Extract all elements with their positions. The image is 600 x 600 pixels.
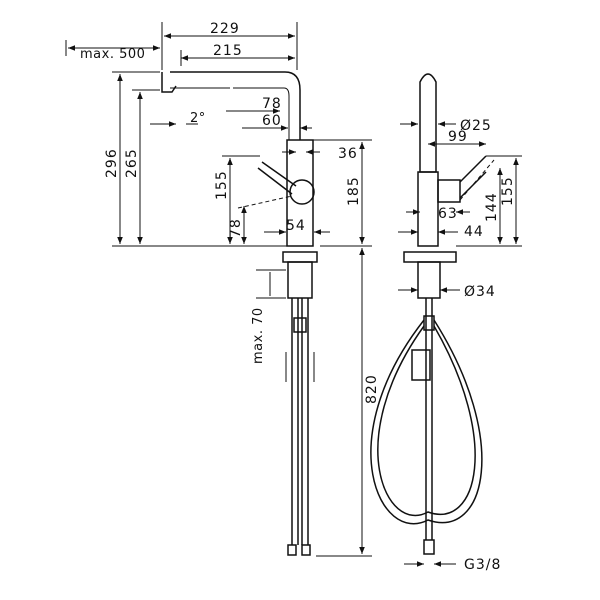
front-clip (423, 315, 435, 331)
lever-handle-dashed (237, 195, 293, 209)
supply-hose-left (291, 298, 299, 545)
dim-max-70: max. 70 (251, 307, 266, 364)
dim-54: 54 (286, 218, 306, 234)
dim-265: 265 (124, 148, 140, 178)
center-supply (425, 298, 433, 540)
dim-60: 60 (262, 113, 282, 129)
lever-handle (257, 161, 297, 195)
hose-end-right (301, 544, 311, 556)
hose-weight-front (411, 349, 431, 381)
side-view: 229 215 max. 500 296 265 2° 78 60 36 (65, 21, 380, 557)
lever-side (437, 179, 461, 203)
front-hose-end (423, 539, 435, 555)
pullout-hose-inner (377, 325, 476, 517)
dim-155-left: 155 (214, 170, 230, 200)
dim-dia-25: Ø25 (460, 118, 492, 134)
hose-end-left (287, 544, 297, 556)
dim-296: 296 (104, 148, 120, 178)
dim-63: 63 (438, 206, 458, 222)
dim-215: 215 (213, 43, 243, 59)
front-base-plate (403, 251, 457, 263)
front-mount (417, 261, 441, 299)
dim-78-left: 78 (228, 218, 244, 238)
pullout-hose-outer (370, 319, 483, 525)
dim-99: 99 (448, 129, 468, 145)
spray-head (161, 72, 177, 93)
lever-front-dashed (459, 159, 495, 201)
front-body (417, 171, 439, 247)
dim-820: 820 (364, 374, 380, 404)
spout-top (419, 73, 437, 173)
supply-hose-right (301, 298, 309, 545)
dim-185: 185 (346, 176, 362, 206)
dim-g38: G3/8 (464, 557, 501, 573)
hose-weight (285, 352, 315, 382)
hose-clip (293, 317, 307, 333)
faucet-body (286, 139, 314, 247)
dim-angle-2: 2° (190, 111, 206, 126)
dim-78-top: 78 (262, 96, 282, 112)
dim-max-500: max. 500 (80, 47, 145, 62)
base-plate (282, 251, 318, 263)
dim-dia-34: Ø34 (464, 284, 496, 300)
spout-body (170, 71, 301, 140)
mount-nut (287, 261, 313, 299)
dim-229: 229 (210, 21, 240, 37)
spout-inner (233, 87, 290, 140)
dim-44: 44 (464, 224, 484, 240)
dim-144: 144 (484, 192, 500, 222)
front-view: Ø25 99 144 155 63 44 Ø34 G3/8 (370, 73, 522, 573)
dim-36: 36 (338, 146, 358, 162)
lever-front (459, 155, 487, 199)
dim-155-right: 155 (500, 176, 516, 206)
